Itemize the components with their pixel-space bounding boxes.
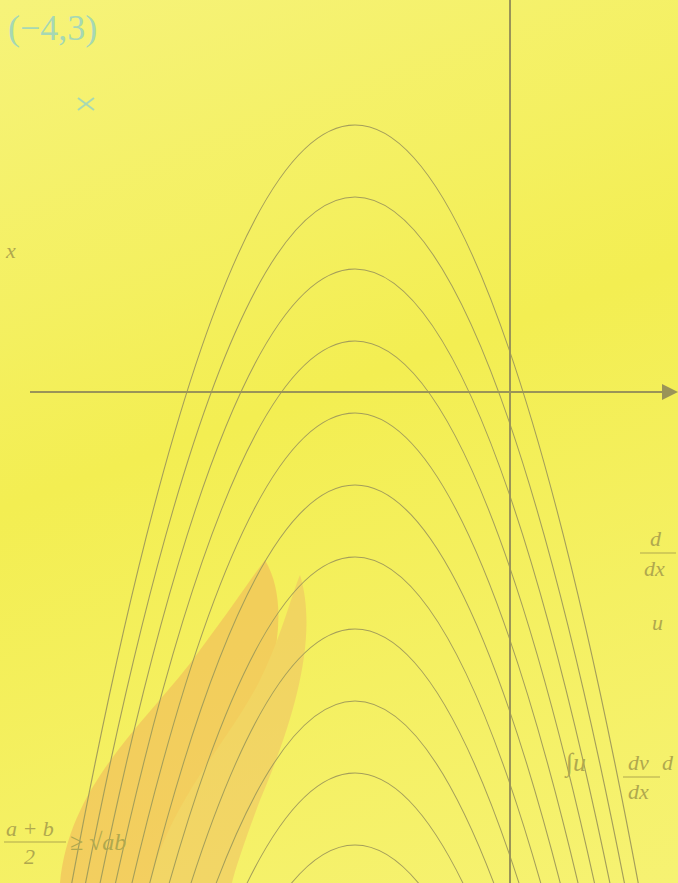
fraction-bar	[640, 552, 676, 553]
math-watermark: dv	[628, 752, 649, 774]
fraction-bar	[623, 776, 660, 777]
fraction-bar	[4, 841, 66, 842]
parabola	[0, 413, 678, 883]
parabola	[0, 701, 678, 883]
parabola	[0, 773, 678, 883]
math-watermark: d	[662, 752, 673, 774]
parabola	[0, 557, 678, 883]
point-label: (−4,3)	[8, 10, 97, 46]
math-watermark: a + b	[6, 818, 54, 840]
x-axis	[30, 391, 664, 393]
math-watermark: x	[6, 240, 16, 262]
math-watermark: dx	[644, 558, 665, 580]
math-watermark: u	[652, 612, 663, 634]
math-watermark: ≥ √ab	[70, 830, 126, 854]
parabola	[0, 125, 678, 883]
parabola	[0, 197, 678, 883]
parabola	[0, 341, 678, 883]
parabola	[0, 269, 678, 883]
math-watermark: d	[650, 528, 661, 550]
axis-arrow	[662, 384, 678, 400]
parabola-curves	[0, 125, 678, 883]
parabola	[0, 485, 678, 883]
math-watermark: dx	[628, 781, 649, 803]
y-axis	[509, 0, 511, 883]
math-watermark: 2	[24, 846, 35, 868]
point-marker	[78, 98, 94, 110]
parabola	[0, 629, 678, 883]
math-watermark: ∫u	[566, 750, 586, 776]
